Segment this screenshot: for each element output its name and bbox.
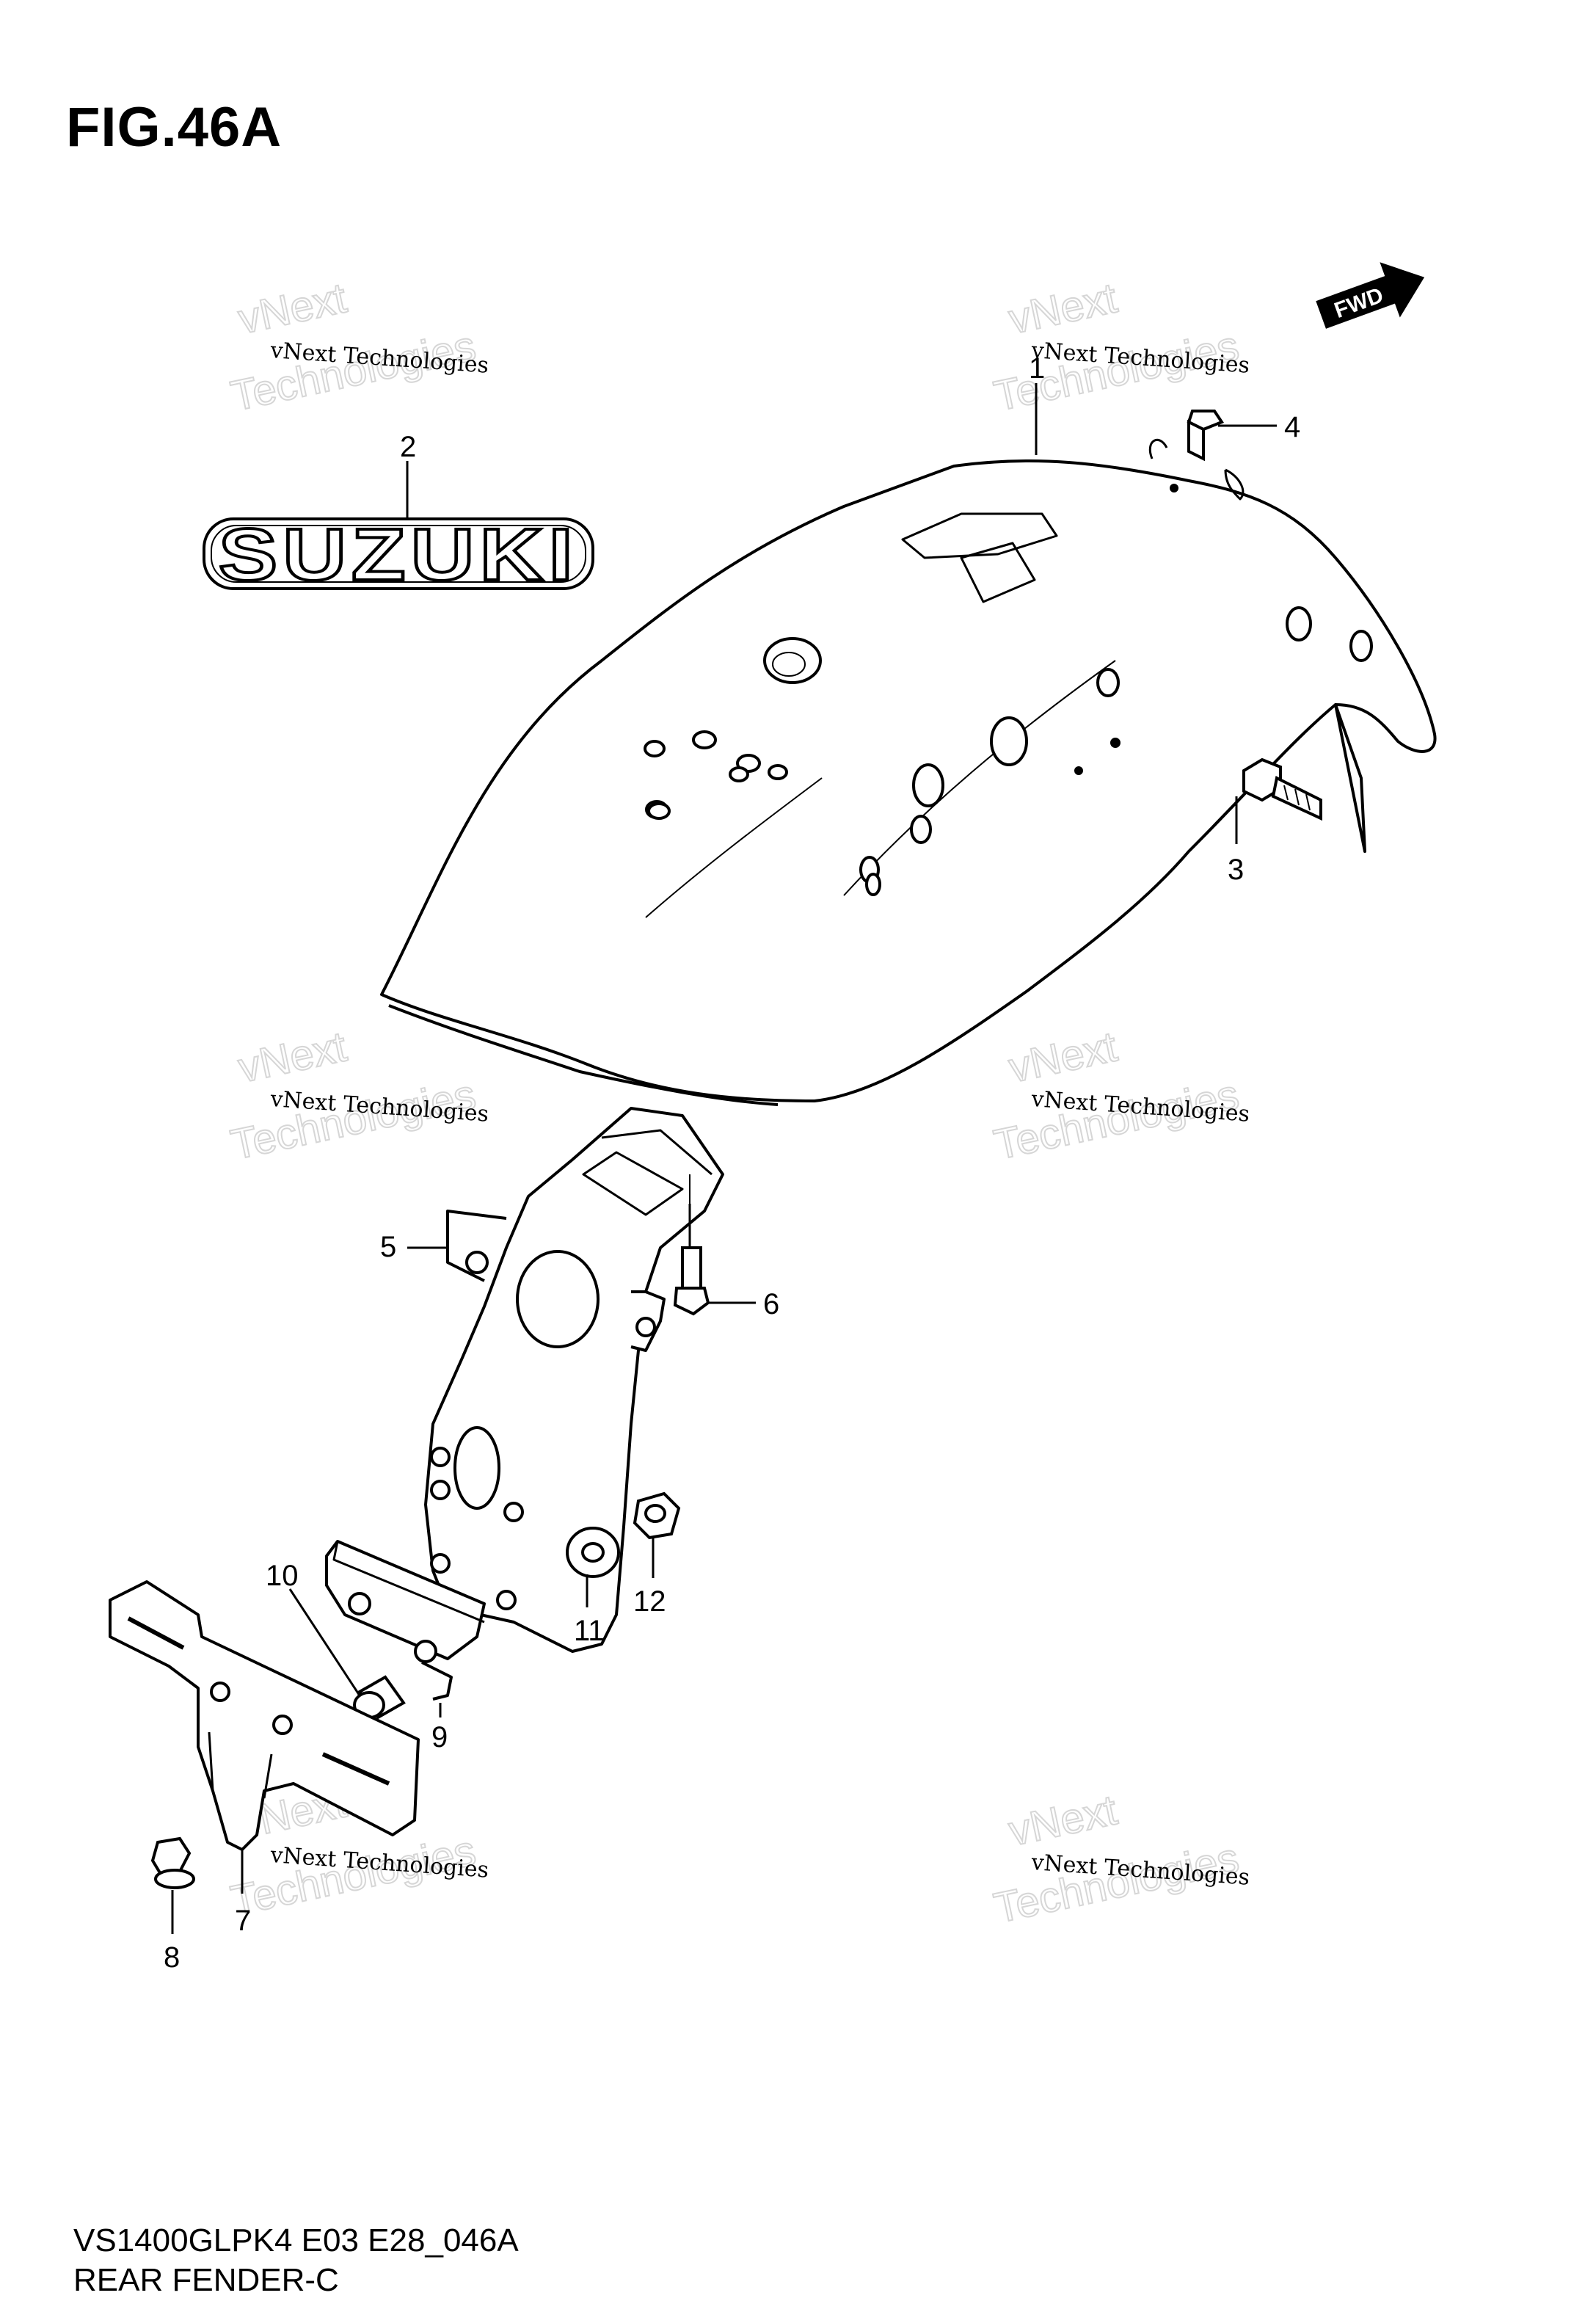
svg-text:vNext: vNext [1005, 1786, 1121, 1855]
figure-title: FIG.46A [66, 96, 283, 159]
svg-text:vNext: vNext [234, 1022, 351, 1091]
rear-fender [380, 438, 1437, 1106]
svg-text:SUZUKI: SUZUKI [219, 514, 578, 596]
suzuki-emblem: SUZUKI [203, 512, 594, 597]
watermark-mid-right: vNext Technologies vNext Technologies [989, 1022, 1250, 1169]
callout-11: 11 [574, 1615, 605, 1647]
watermark-mid-left: vNext Technologies vNext Technologies [226, 1022, 489, 1169]
callout-8: 8 [164, 1941, 180, 1974]
figure-code: VS1400GLPK4 E03 E28_046A [73, 2222, 519, 2258]
bolt-part-4 [1187, 410, 1225, 462]
watermark-top-right: vNext Technologies vNext Technologies [989, 273, 1250, 421]
callout-labels: 1 2 3 4 5 6 7 8 9 10 11 12 [164, 352, 1300, 1974]
callout-6: 6 [763, 1288, 779, 1320]
washer-part-11 [566, 1527, 620, 1578]
nut-part-8 [150, 1836, 195, 1889]
callout-9: 9 [431, 1721, 448, 1753]
callout-5: 5 [380, 1231, 396, 1263]
bracket-plate-part-7 [109, 1580, 420, 1851]
callout-12: 12 [633, 1585, 666, 1618]
callout-1: 1 [1029, 352, 1045, 385]
bolt-part-6 [673, 1246, 710, 1316]
callout-2: 2 [400, 431, 416, 463]
light-bracket-part-9 [325, 1540, 486, 1701]
nut-part-12 [633, 1491, 681, 1540]
figure-name: REAR FENDER-C [73, 2262, 339, 2298]
watermark-top-left: vNext Technologies vNext Technologies [226, 273, 489, 421]
callout-10: 10 [266, 1560, 299, 1592]
svg-text:vNext: vNext [1005, 1022, 1121, 1091]
svg-text:vNext: vNext [1005, 274, 1121, 343]
bolt-part-3 [1242, 757, 1322, 821]
callout-7: 7 [235, 1905, 251, 1937]
callout-3: 3 [1228, 854, 1244, 886]
svg-text:vNext: vNext [234, 274, 351, 343]
license-bracket [424, 1107, 724, 1653]
callout-4: 4 [1284, 411, 1300, 443]
watermark-bottom-right: vNext Technologies vNext Technologies [989, 1785, 1250, 1933]
fwd-arrow-icon: FWD [1316, 262, 1425, 329]
leader-lines [171, 383, 1277, 1934]
